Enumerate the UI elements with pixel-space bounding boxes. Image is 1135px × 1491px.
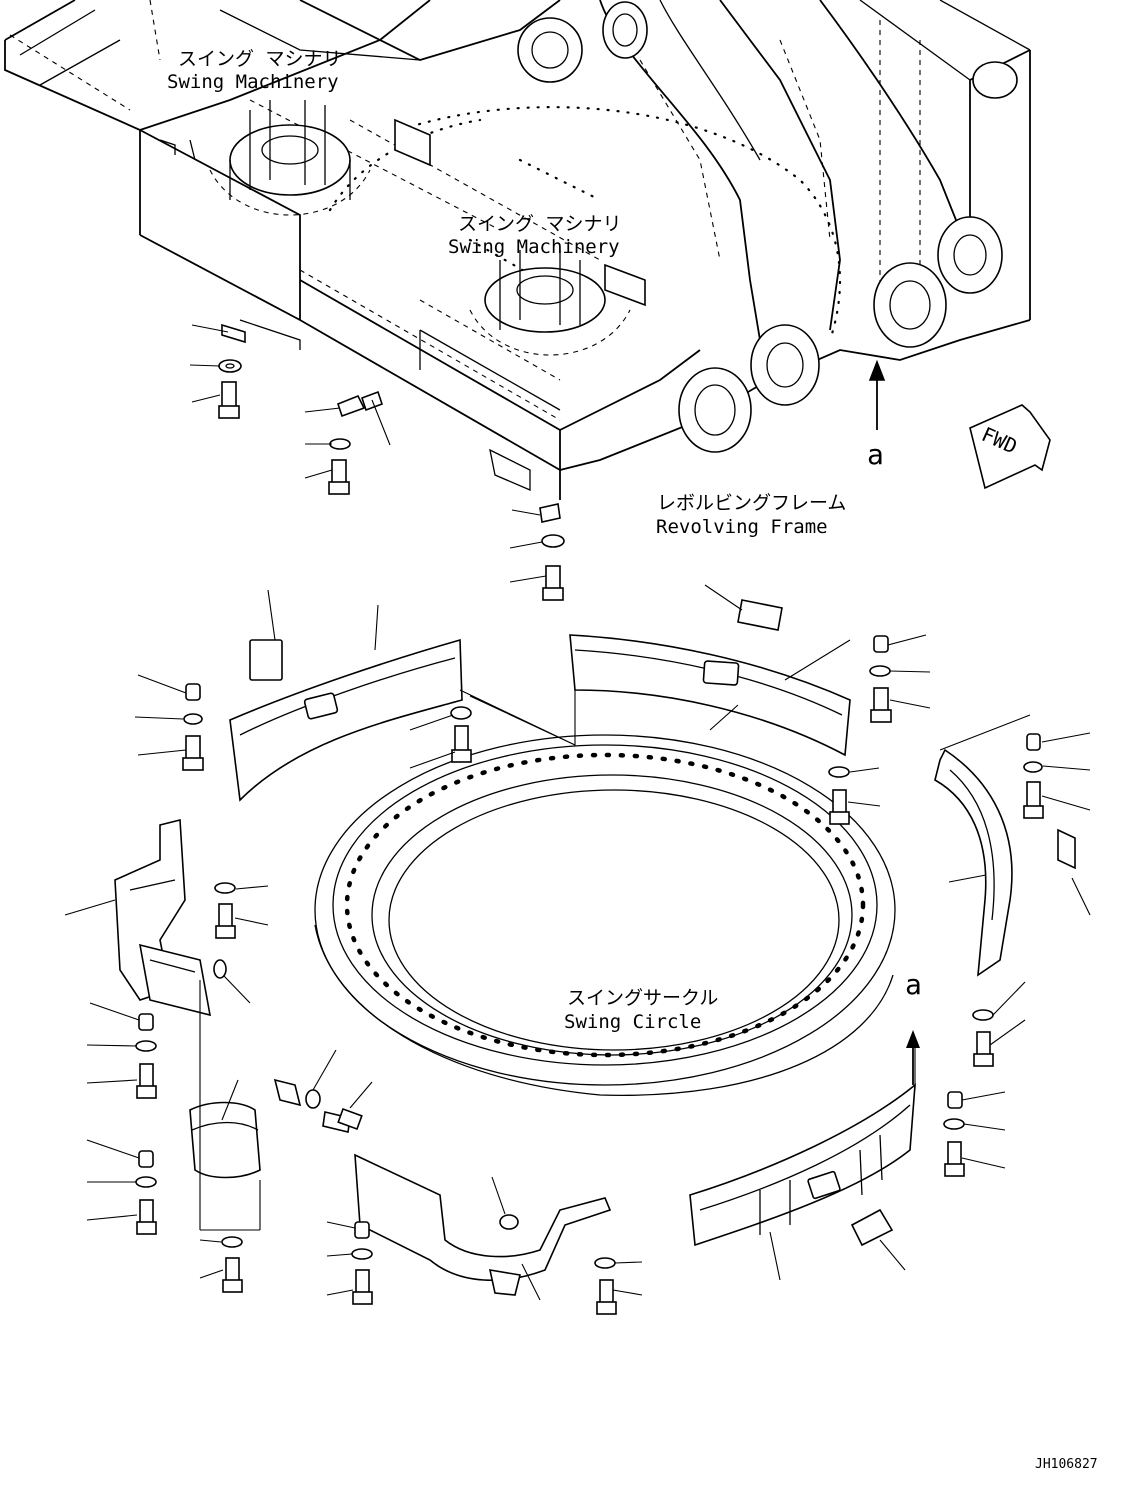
label-revolving-frame-en: Revolving Frame	[656, 516, 828, 538]
swing-machinery-left-motor	[209, 100, 371, 216]
swing-circle-ring	[314, 734, 896, 1096]
cover-right-side	[934, 748, 1076, 977]
label-swing-machinery-left-jp: スイング マシナリ	[178, 48, 341, 70]
cover-bottom-right	[689, 1083, 916, 1247]
view-marker-bottom: a	[905, 968, 922, 1001]
label-swing-machinery-right-jp: スイング マシナリ	[458, 213, 621, 235]
drawing-number: JH106827	[1035, 1457, 1098, 1472]
cover-left-arc	[229, 638, 463, 802]
label-swing-circle-jp: スイングサークル	[567, 987, 718, 1009]
label-swing-circle-en: Swing Circle	[564, 1011, 701, 1033]
revolving-frame-drawing	[4, 0, 1051, 500]
swing-machinery-right-motor	[469, 250, 631, 356]
leader-lines	[64, 324, 1091, 1301]
cover-left-side	[114, 818, 212, 1017]
cover-right-arc	[569, 599, 851, 757]
cover-left-lower	[189, 1078, 302, 1179]
view-arrow-bottom-head	[906, 1030, 920, 1048]
upper-fasteners	[218, 323, 565, 601]
view-marker-top: a	[867, 438, 884, 471]
boss-cylinders	[517, 1, 1018, 453]
label-swing-machinery-left-en: Swing Machinery	[167, 71, 339, 93]
cover-bottom-center	[354, 1153, 612, 1296]
label-revolving-frame-jp: レボルビングフレーム	[657, 492, 846, 514]
label-swing-machinery-right-en: Swing Machinery	[448, 236, 620, 258]
